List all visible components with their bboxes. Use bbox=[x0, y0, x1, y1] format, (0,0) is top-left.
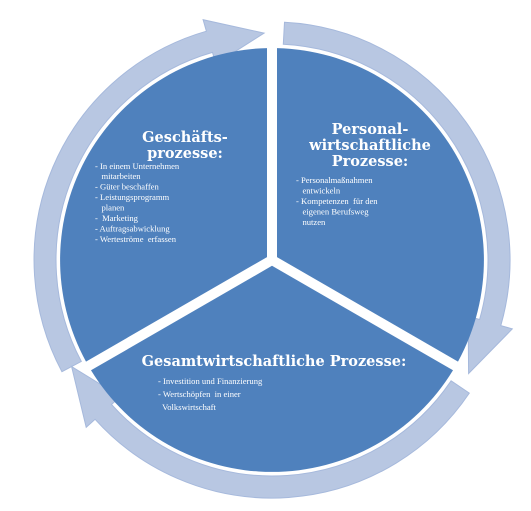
geschaeft-item: - Güter beschaffen bbox=[95, 182, 159, 192]
personal-item: eigenen Berufsweg bbox=[296, 207, 369, 217]
personal-title-line-3: Prozesse: bbox=[332, 153, 409, 170]
circular-arrow-right-icon bbox=[282, 21, 514, 375]
segment-personalwirtschaftliche-prozesse bbox=[277, 48, 484, 362]
geschaeft-item: planen bbox=[95, 203, 125, 213]
geschaeft-title-line-1: Geschäfts- bbox=[142, 129, 228, 146]
geschaeft-item: - In einem Unternehmen bbox=[95, 161, 180, 171]
gesamt-item: - Investition und Finanzierung bbox=[158, 376, 263, 386]
segment-gesamtwirtschaftliche-prozesse bbox=[91, 265, 453, 472]
gesamt-title: Gesamtwirtschaftliche Prozesse: bbox=[142, 353, 407, 370]
geschaeft-item: - Auftragsabwicklung bbox=[95, 224, 170, 234]
ring-arrows bbox=[33, 19, 514, 499]
personal-item: entwickeln bbox=[296, 186, 341, 196]
personal-item: - Kompetenzen für den bbox=[296, 196, 378, 206]
personal-title-line-1: Personal- bbox=[332, 121, 409, 138]
geschaeft-item: mitarbeiten bbox=[95, 171, 141, 181]
gesamt-item: - Wertschöpfen in einer bbox=[158, 389, 241, 399]
pie-segments bbox=[60, 48, 484, 472]
personal-title-line-2: wirtschaftliche bbox=[308, 137, 431, 154]
geschaeft-item: - Werteströme erfassen bbox=[95, 234, 177, 244]
geschaeft-title-line-2: prozesse: bbox=[147, 145, 223, 162]
circular-arrow-left-icon bbox=[70, 365, 470, 499]
personal-item: nutzen bbox=[296, 217, 326, 227]
geschaeft-label-group: Geschäfts- prozesse: - In einem Unterneh… bbox=[95, 129, 228, 244]
segment-geschaeftsprozesse bbox=[60, 48, 268, 362]
personal-item: - Personalmaßnahmen bbox=[296, 175, 373, 185]
geschaeft-item: - Marketing bbox=[95, 213, 139, 223]
gesamt-label-group: Gesamtwirtschaftliche Prozesse: - Invest… bbox=[142, 353, 407, 412]
gesamt-item: Volkswirtschaft bbox=[158, 402, 217, 412]
circular-arrow-top-icon bbox=[33, 19, 266, 373]
geschaeft-item: - Leistungsprogramm bbox=[95, 192, 170, 202]
personal-label-group: Personal- wirtschaftliche Prozesse: - Pe… bbox=[296, 121, 431, 227]
